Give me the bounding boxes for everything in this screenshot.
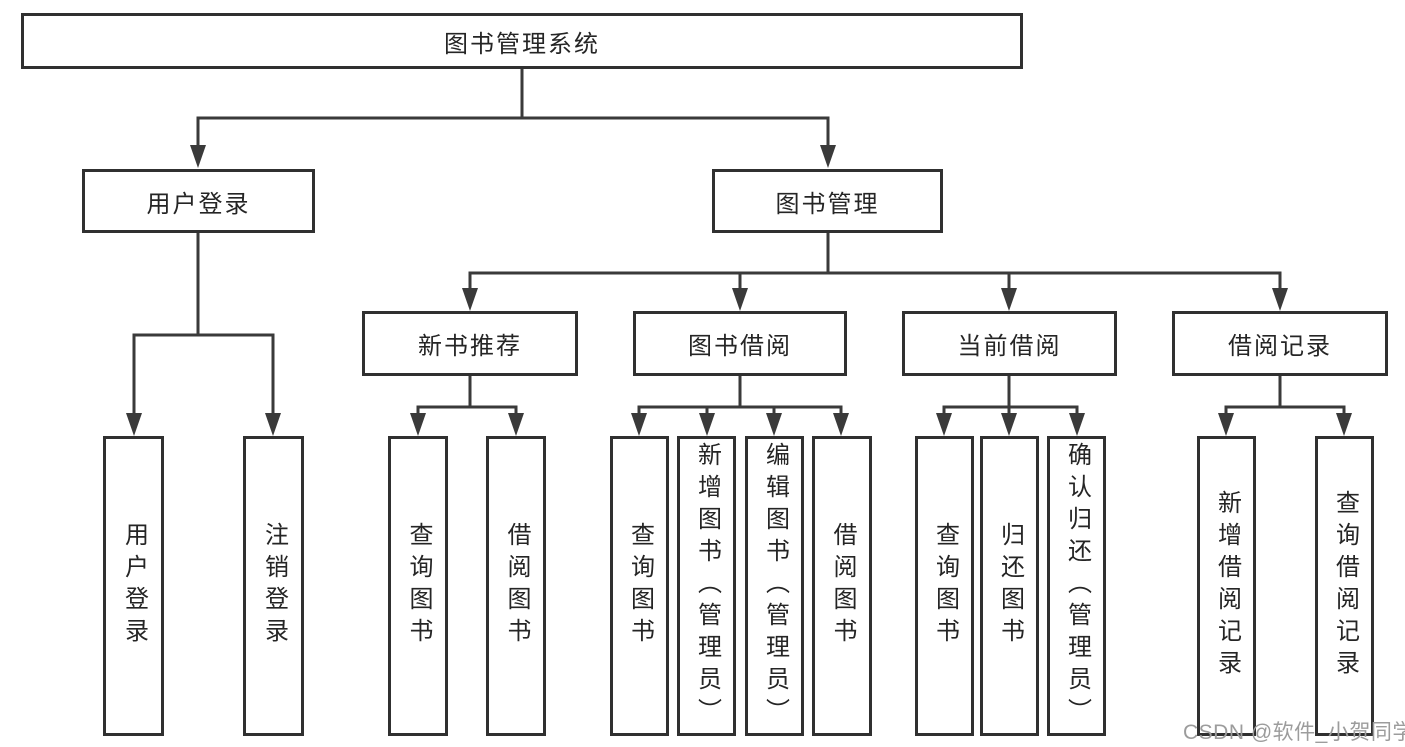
node-label: 新增借阅记录 [1213, 490, 1241, 682]
node-leaf-add-book-admin: 新增图书（管理员） [677, 436, 736, 736]
csdn-watermark: CSDN @软件_小贺同学 [1183, 721, 1405, 744]
node-user-login: 用户登录 [82, 169, 315, 233]
node-new-book-recommend: 新书推荐 [362, 311, 578, 376]
node-label: 图书管理系统 [444, 30, 600, 58]
node-label: 当前借阅 [957, 333, 1062, 360]
node-leaf-query-borrow-record: 查询借阅记录 [1315, 436, 1374, 736]
node-leaf-return-book: 归还图书 [980, 436, 1039, 736]
node-leaf-query-books-borrowing: 查询图书 [610, 436, 669, 736]
node-label: 借阅图书 [829, 522, 856, 650]
node-book-borrowing: 图书借阅 [633, 311, 847, 376]
node-label: 借阅图书 [503, 522, 530, 650]
node-leaf-query-books-recommend: 查询图书 [388, 436, 448, 736]
node-label: 归还图书 [996, 522, 1024, 650]
node-leaf-logout: 注销登录 [243, 436, 304, 736]
node-label: 确认归还（管理员） [1063, 442, 1091, 730]
node-label: 查询图书 [931, 522, 959, 650]
node-label: 查询图书 [405, 522, 432, 650]
node-label: 查询图书 [626, 522, 654, 650]
node-label: 借阅记录 [1228, 333, 1332, 360]
node-label: 新增图书（管理员） [693, 442, 721, 730]
node-book-management: 图书管理 [712, 169, 943, 233]
node-leaf-borrow-books-recommend: 借阅图书 [486, 436, 546, 736]
node-label: 图书借阅 [688, 333, 792, 360]
node-borrowing-records: 借阅记录 [1172, 311, 1388, 376]
node-current-borrowing: 当前借阅 [902, 311, 1117, 376]
node-root-library-management-system: 图书管理系统 [21, 13, 1023, 69]
node-leaf-query-books-current: 查询图书 [915, 436, 974, 736]
node-label: 编辑图书（管理员） [761, 442, 789, 730]
node-leaf-borrow-books-borrowing: 借阅图书 [812, 436, 872, 736]
node-label: 注销登录 [260, 522, 288, 650]
node-label: 用户登录 [146, 190, 251, 218]
node-leaf-confirm-return-admin: 确认归还（管理员） [1047, 436, 1106, 736]
node-leaf-edit-book-admin: 编辑图书（管理员） [745, 436, 804, 736]
node-label: 新书推荐 [418, 333, 522, 360]
node-leaf-user-login: 用户登录 [103, 436, 164, 736]
node-label: 用户登录 [120, 522, 148, 650]
node-leaf-add-borrow-record: 新增借阅记录 [1197, 436, 1256, 736]
node-label: 查询借阅记录 [1331, 490, 1359, 682]
arrowheads [126, 145, 1352, 436]
node-label: 图书管理 [775, 190, 880, 218]
